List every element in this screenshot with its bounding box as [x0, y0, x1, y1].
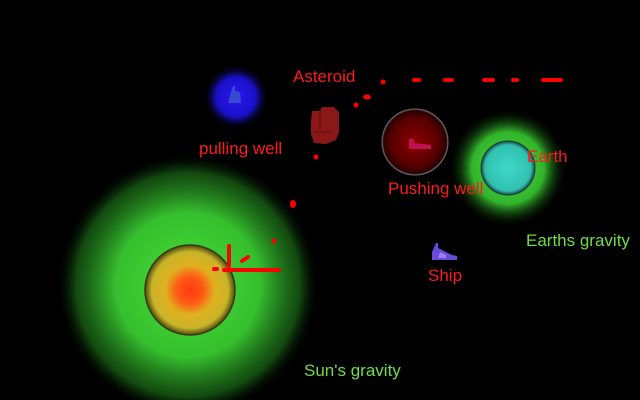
ship[interactable] [432, 243, 457, 260]
earth [480, 140, 536, 196]
suns-gravity-label: Sun's gravity [304, 361, 401, 380]
asteroid-label: Asteroid [293, 67, 356, 86]
pulling-well[interactable] [203, 64, 269, 130]
pulling-well-label: pulling well [199, 139, 283, 158]
pushing-well[interactable] [381, 108, 449, 176]
ship-silhouette-icon [228, 86, 241, 103]
sun [144, 244, 236, 336]
earths-gravity-label: Earths gravity [526, 231, 630, 250]
asteroid[interactable] [311, 107, 339, 144]
orbit-trail [212, 244, 281, 272]
ship-label: Ship [428, 266, 463, 285]
pushing-well-label: Pushing well [388, 179, 484, 198]
earth-label: Earth [527, 147, 568, 166]
ship-icon [432, 243, 457, 260]
asteroid-trail [271, 78, 563, 244]
ship-silhouette-icon [409, 139, 431, 149]
